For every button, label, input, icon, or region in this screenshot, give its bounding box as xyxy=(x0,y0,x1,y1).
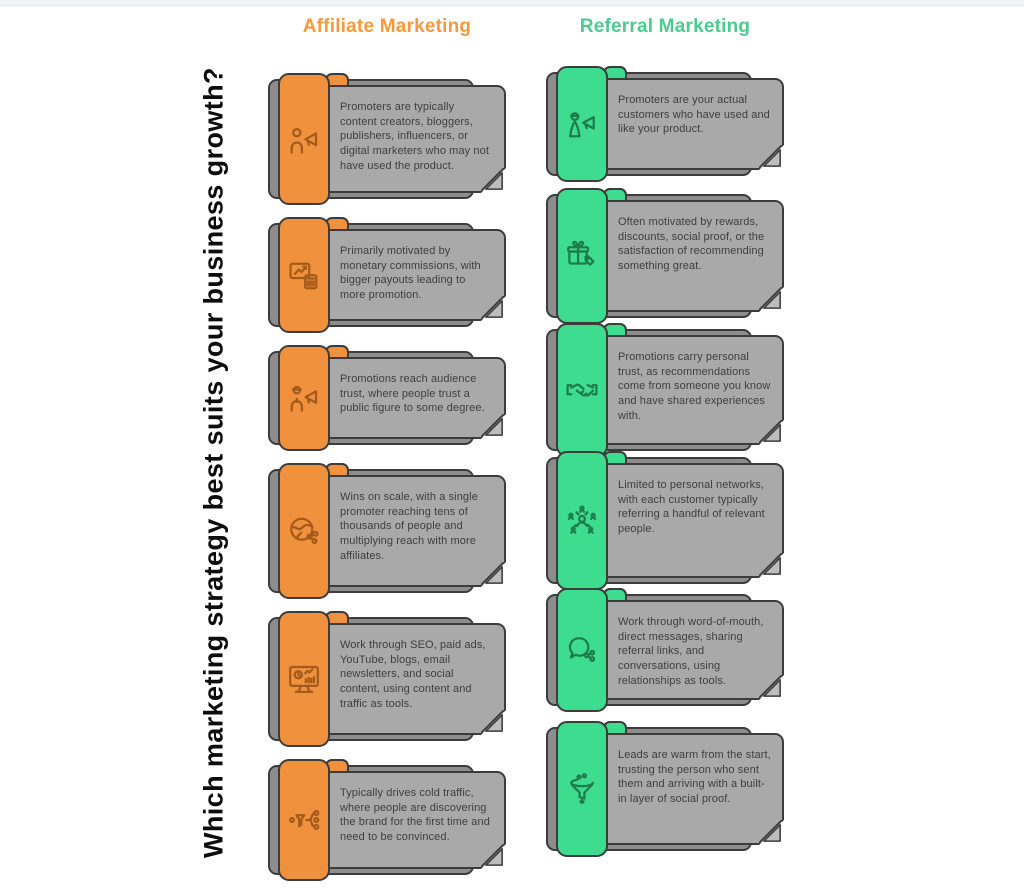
referral-card-warm-leads: Leads are warm from the start, trusting … xyxy=(546,721,784,857)
leads-funnel-icon xyxy=(570,773,594,805)
referral-card-motivation: Often motivated by rewards, discounts, s… xyxy=(546,188,784,324)
affiliate-card-channels: Work through SEO, paid ads, YouTube, blo… xyxy=(268,611,506,747)
referral-card-promoters: Promoters are your actual customers who … xyxy=(546,66,784,182)
card-text: Work through SEO, paid ads, YouTube, blo… xyxy=(340,639,486,710)
card-icon-tab xyxy=(556,588,608,712)
page-fold-icon xyxy=(481,562,506,587)
card-text: Limited to personal networks, with each … xyxy=(618,479,765,535)
card-icon-tab xyxy=(556,66,608,182)
page-fold-icon xyxy=(759,287,784,312)
card-text: Often motivated by rewards, discounts, s… xyxy=(618,216,765,272)
affiliate-column-header: Affiliate Marketing xyxy=(302,16,472,37)
person-announce-icon xyxy=(290,385,318,412)
card-body: Promoters are typically content creators… xyxy=(280,85,506,193)
referral-column-header: Referral Marketing xyxy=(579,16,751,37)
card-icon-tab xyxy=(278,73,330,205)
page-fold-icon xyxy=(481,296,506,321)
referral-card-network-limit: Limited to personal networks, with each … xyxy=(546,451,784,590)
card-icon-tab xyxy=(556,323,608,457)
page-fold-icon xyxy=(759,420,784,445)
chat-share-icon xyxy=(568,637,596,662)
referral-column: Promoters are your actual customers who … xyxy=(546,66,784,857)
card-icon-tab xyxy=(278,463,330,599)
monitor-analytics-icon xyxy=(289,665,319,694)
card-icon-tab xyxy=(556,451,608,590)
top-edge-strip xyxy=(0,0,1024,6)
page-fold-icon xyxy=(759,820,784,845)
card-text: Promotions reach audience trust, where p… xyxy=(340,373,485,415)
page-fold-icon xyxy=(759,145,784,170)
card-icon-tab xyxy=(278,611,330,747)
people-network-icon xyxy=(567,504,597,534)
affiliate-card-trust: Promotions reach audience trust, where p… xyxy=(268,345,506,451)
card-text: Primarily motivated by monetary commissi… xyxy=(340,245,481,301)
page-fold-icon xyxy=(759,675,784,700)
affiliate-card-scale: Wins on scale, with a single promoter re… xyxy=(268,463,506,599)
page-fold-icon xyxy=(759,553,784,578)
card-body: Work through word-of-mouth, direct messa… xyxy=(558,600,784,700)
affiliate-column: Promoters are typically content creators… xyxy=(268,73,506,888)
page-title: Which marketing strategy best suits your… xyxy=(198,67,229,859)
gift-tag-icon xyxy=(567,240,595,266)
page-fold-icon xyxy=(481,710,506,735)
page-fold-icon xyxy=(481,168,506,193)
card-icon-tab xyxy=(556,721,608,857)
referral-card-trust: Promotions carry personal trust, as reco… xyxy=(546,323,784,457)
affiliate-card-cold-traffic: Typically drives cold traffic, where peo… xyxy=(268,759,506,881)
funnel-branch-icon xyxy=(288,810,320,830)
handshake-icon xyxy=(566,383,598,397)
card-text: Typically drives cold traffic, where peo… xyxy=(340,787,490,843)
page-fold-icon xyxy=(481,414,506,439)
referral-card-word-of-mouth: Work through word-of-mouth, direct messa… xyxy=(546,588,784,712)
card-text: Promotions carry personal trust, as reco… xyxy=(618,351,771,422)
affiliate-card-motivation: Primarily motivated by monetary commissi… xyxy=(268,217,506,333)
page-fold-icon xyxy=(481,844,506,869)
affiliate-card-promoters: Promoters are typically content creators… xyxy=(268,73,506,205)
card-text: Wins on scale, with a single promoter re… xyxy=(340,491,478,562)
card-text: Work through word-of-mouth, direct messa… xyxy=(618,616,764,687)
card-text: Promoters are your actual customers who … xyxy=(618,94,770,136)
customer-megaphone-icon xyxy=(569,112,595,138)
globe-network-icon xyxy=(290,517,319,544)
card-icon-tab xyxy=(278,345,330,451)
card-text: Promoters are typically content creators… xyxy=(340,101,490,172)
card-icon-tab xyxy=(278,217,330,333)
card-text: Leads are warm from the start, trusting … xyxy=(618,749,771,805)
chart-calculator-icon xyxy=(289,262,318,290)
card-icon-tab xyxy=(556,188,608,324)
card-icon-tab xyxy=(278,759,330,881)
person-megaphone-icon xyxy=(290,127,318,154)
